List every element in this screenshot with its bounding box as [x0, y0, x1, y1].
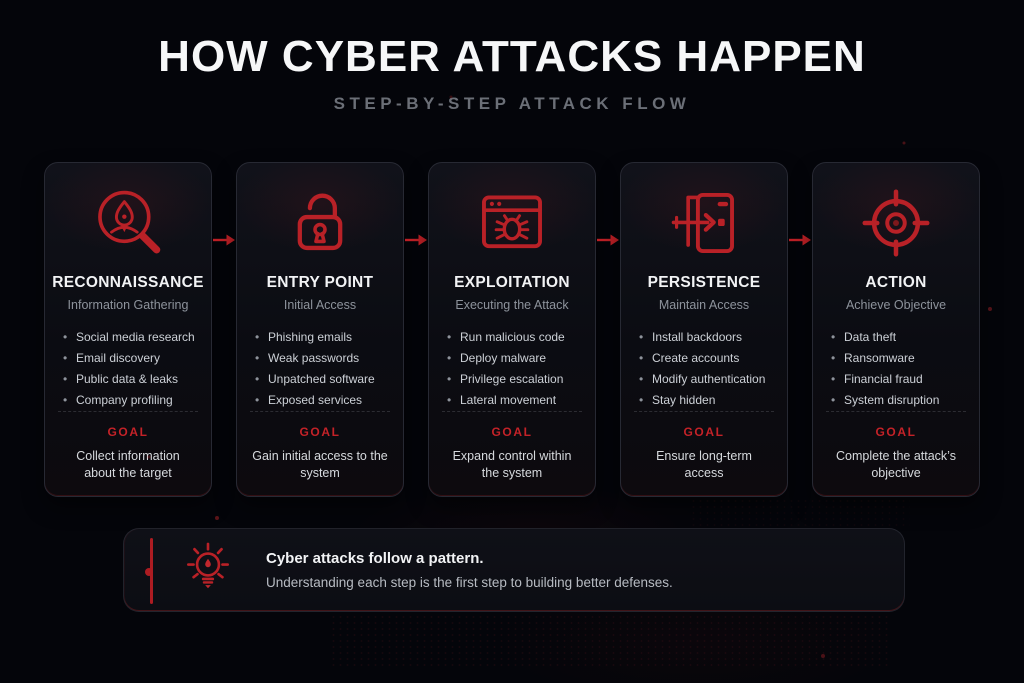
flow-arrow-icon: [596, 232, 620, 248]
step-subtitle: Information Gathering: [67, 298, 189, 312]
list-item: Company profiling: [62, 390, 201, 411]
goal-section: GOAL Gain initial access to the system: [250, 411, 390, 482]
goal-text: Gain initial access to the system: [252, 449, 388, 480]
list-item: Unpatched software: [254, 369, 393, 390]
goal-label: GOAL: [107, 425, 149, 439]
step-card-entry-point: ENTRY POINT Initial Access Phishing emai…: [236, 162, 404, 497]
goal-section: GOAL Expand control within the system: [442, 411, 582, 482]
list-item: Data theft: [830, 327, 969, 348]
step-subtitle: Achieve Objective: [845, 298, 947, 312]
list-item: Public data & leaks: [62, 369, 201, 390]
step-title: RECONNAISSANCE: [52, 274, 204, 291]
attack-flow: RECONNAISSANCE Information Gathering Soc…: [0, 162, 1024, 497]
list-item: Lateral movement: [446, 390, 585, 411]
step-item-list: Data theft Ransomware Financial fraud Sy…: [813, 327, 979, 411]
goal-section: GOAL Collect information about the targe…: [58, 411, 198, 482]
list-item: Social media research: [62, 327, 201, 348]
background-noise: [0, 0, 2, 2]
list-item: Weak passwords: [254, 348, 393, 369]
goal-text: Expand control within the system: [452, 449, 572, 480]
step-subtitle: Maintain Access: [658, 298, 750, 312]
flow-arrow-icon: [788, 232, 812, 248]
step-title: ENTRY POINT: [266, 274, 374, 291]
magnifier-person-icon: [89, 179, 167, 266]
header: HOW CYBER ATTACKS HAPPEN STEP-BY-STEP AT…: [0, 0, 1024, 114]
list-item: Financial fraud: [830, 369, 969, 390]
list-item: Run malicious code: [446, 327, 585, 348]
list-item: Ransomware: [830, 348, 969, 369]
list-item: Install backdoors: [638, 327, 777, 348]
goal-text: Collect information about the target: [76, 449, 180, 480]
step-item-list: Phishing emails Weak passwords Unpatched…: [237, 327, 403, 411]
footer-note-title: Cyber attacks follow a pattern.: [266, 550, 484, 567]
step-card-persistence: PERSISTENCE Maintain Access Install back…: [620, 162, 788, 497]
step-item-list: Install backdoors Create accounts Modify…: [621, 327, 787, 411]
goal-text: Complete the attack’s objective: [836, 449, 956, 480]
accent-line: [145, 538, 153, 604]
step-card-reconnaissance: RECONNAISSANCE Information Gathering Soc…: [44, 162, 212, 497]
list-item: System disruption: [830, 390, 969, 411]
step-subtitle: Initial Access: [283, 298, 357, 312]
step-title: ACTION: [865, 274, 927, 291]
page-title: HOW CYBER ATTACKS HAPPEN: [158, 32, 866, 81]
browser-bug-icon: [473, 179, 551, 266]
goal-label: GOAL: [299, 425, 341, 439]
step-item-list: Social media research Email discovery Pu…: [45, 327, 211, 411]
open-padlock-icon: [282, 179, 358, 266]
goal-label: GOAL: [683, 425, 725, 439]
goal-section: GOAL Complete the attack’s objective: [826, 411, 966, 482]
step-title: PERSISTENCE: [647, 274, 761, 291]
goal-label: GOAL: [875, 425, 917, 439]
flow-arrow-icon: [404, 232, 428, 248]
list-item: Create accounts: [638, 348, 777, 369]
flow-arrow-icon: [212, 232, 236, 248]
list-item: Phishing emails: [254, 327, 393, 348]
footer-note-text: Understanding each step is the first ste…: [266, 575, 673, 590]
list-item: Exposed services: [254, 390, 393, 411]
list-item: Stay hidden: [638, 390, 777, 411]
backdoor-entry-icon: [665, 179, 743, 266]
background-noise: [690, 498, 910, 528]
footer-note: Cyber attacks follow a pattern. Understa…: [123, 528, 905, 612]
step-item-list: Run malicious code Deploy malware Privil…: [429, 327, 595, 411]
list-item: Email discovery: [62, 348, 201, 369]
list-item: Deploy malware: [446, 348, 585, 369]
step-title: EXPLOITATION: [454, 274, 570, 291]
background-noise: [330, 614, 890, 666]
goal-text: Ensure long-term access: [656, 449, 752, 480]
page-subtitle: STEP-BY-STEP ATTACK FLOW: [333, 94, 691, 113]
step-card-action: ACTION Achieve Objective Data theft Rans…: [812, 162, 980, 497]
list-item: Modify authentication: [638, 369, 777, 390]
goal-section: GOAL Ensure long-term access: [634, 411, 774, 482]
footer-note-text-block: Cyber attacks follow a pattern. Understa…: [266, 550, 673, 590]
list-item: Privilege escalation: [446, 369, 585, 390]
goal-label: GOAL: [491, 425, 533, 439]
lightbulb-icon: [180, 540, 236, 601]
step-subtitle: Executing the Attack: [455, 298, 569, 312]
target-crosshair-icon: [856, 179, 936, 266]
step-card-exploitation: EXPLOITATION Executing the Attack Run ma…: [428, 162, 596, 497]
